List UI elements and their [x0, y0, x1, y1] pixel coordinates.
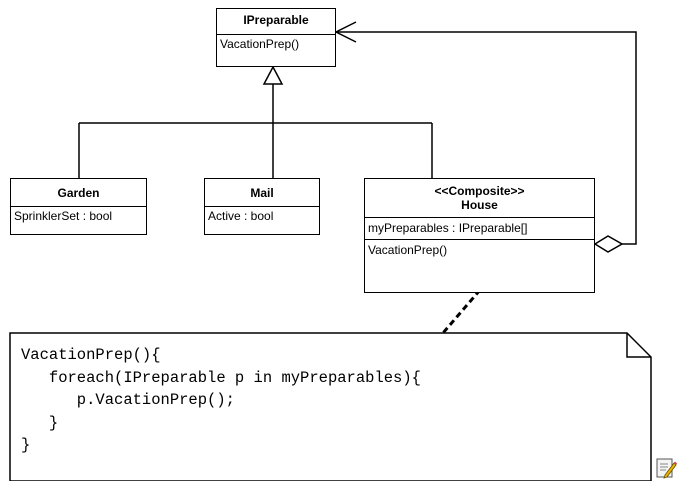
note-code: VacationPrep(){ foreach(IPreparable p in…	[21, 344, 421, 457]
note-anchor-line	[441, 289, 482, 334]
class-mail[interactable]: Mail Active : bool	[204, 178, 320, 235]
class-mail-attribute: Active : bool	[205, 206, 319, 225]
class-mail-name: Mail	[250, 186, 274, 200]
note-code-line: VacationPrep(){	[21, 346, 161, 364]
aggregation-diamond	[593, 235, 624, 253]
note-edit-icon[interactable]	[655, 457, 677, 479]
class-garden-name: Garden	[57, 186, 100, 200]
aggregation-line	[336, 31, 637, 245]
note-fold	[626, 333, 651, 358]
class-ipreparable-name: IPreparable	[243, 13, 309, 27]
note-code-line: }	[21, 413, 59, 432]
class-ipreparable[interactable]: IPreparable VacationPrep()	[216, 8, 336, 67]
class-house-stereotype: <<Composite>>	[434, 184, 525, 198]
class-house-name: House	[461, 198, 498, 212]
inheritance-arrowhead	[262, 65, 284, 85]
note-code-line: }	[21, 436, 31, 454]
note-shape	[9, 332, 652, 481]
class-house[interactable]: <<Composite>> House myPreparables : IPre…	[364, 178, 595, 293]
class-garden-attribute: SprinklerSet : bool	[11, 206, 146, 225]
aggregation-arrowhead	[334, 21, 357, 43]
note-code-line: foreach(IPreparable p in myPreparables){	[21, 368, 421, 387]
class-house-attribute: myPreparables : IPreparable[]	[365, 217, 594, 239]
note-code-line: p.VacationPrep();	[21, 391, 235, 409]
class-house-operation: VacationPrep()	[365, 239, 594, 259]
class-garden[interactable]: Garden SprinklerSet : bool	[10, 178, 147, 235]
class-ipreparable-operation: VacationPrep()	[217, 34, 335, 53]
